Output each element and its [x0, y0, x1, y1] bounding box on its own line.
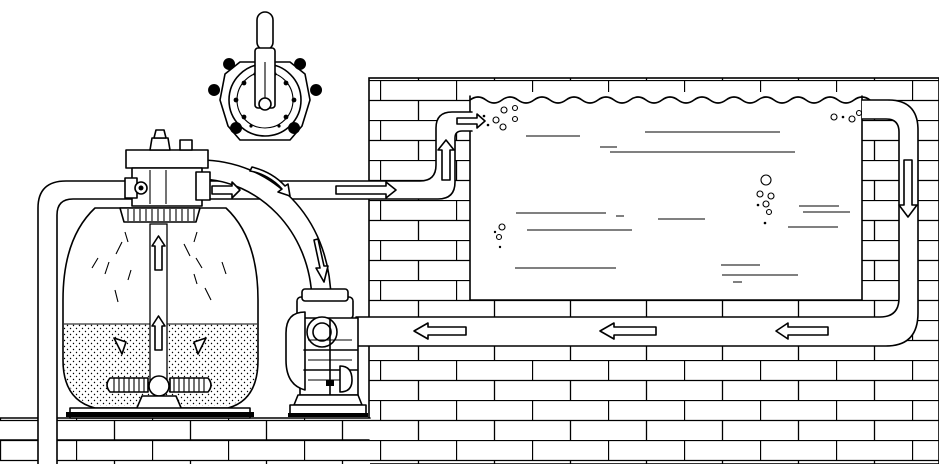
pool-basin: [470, 92, 862, 300]
sand-filter-tank: [63, 208, 258, 418]
valve-top-view: [208, 12, 322, 140]
multiport-valve: [125, 130, 210, 206]
pool-pump: [286, 289, 368, 417]
